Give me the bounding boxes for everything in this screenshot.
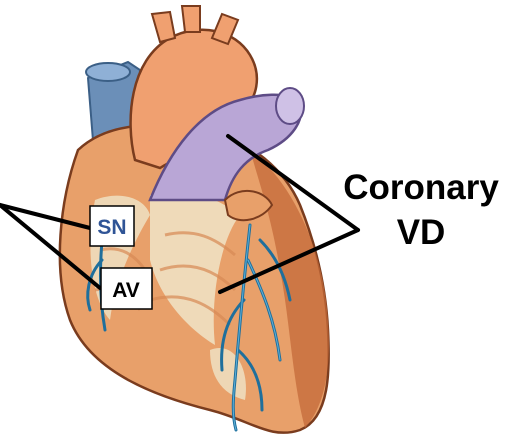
coronary-vd-label: Coronary VD <box>343 168 499 252</box>
coronary-label-line1: Coronary <box>343 168 499 207</box>
av-label: AV <box>101 268 152 309</box>
sn-label: SN <box>90 206 134 246</box>
sn-label-text: SN <box>97 216 126 239</box>
coronary-label-line2: VD <box>397 213 446 252</box>
av-label-text: AV <box>112 279 140 302</box>
